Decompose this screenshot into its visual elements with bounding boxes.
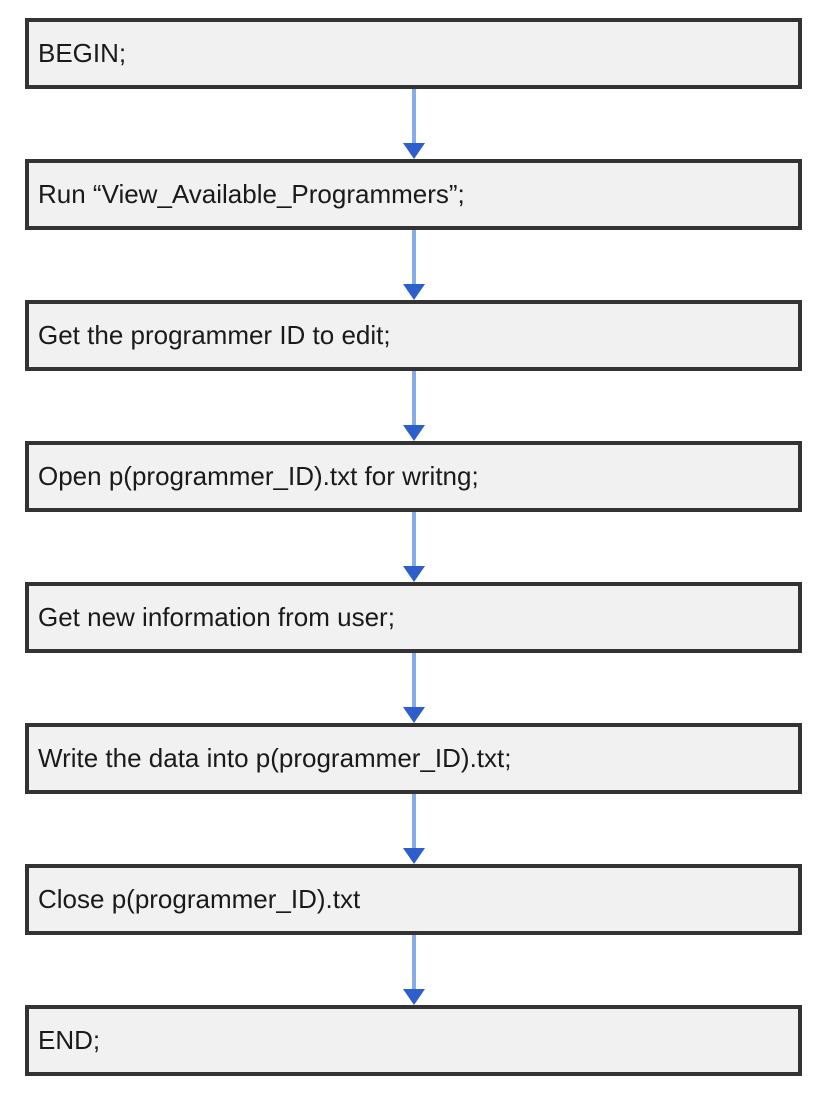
down-arrow-icon bbox=[403, 512, 425, 582]
arrow-shaft bbox=[412, 794, 416, 848]
arrow-head bbox=[403, 566, 425, 582]
flow-node-close-file: Close p(programmer_ID).txt bbox=[25, 864, 802, 935]
arrow-shaft bbox=[412, 653, 416, 707]
flow-node-write-data: Write the data into p(programmer_ID).txt… bbox=[25, 723, 802, 794]
flow-node-run-view-available-programmers: Run “View_Available_Programmers”; bbox=[25, 159, 802, 230]
flow-node-label: Run “View_Available_Programmers”; bbox=[38, 179, 465, 209]
down-arrow-icon bbox=[403, 89, 425, 159]
down-arrow-icon bbox=[403, 653, 425, 723]
flow-node-get-programmer-id: Get the programmer ID to edit; bbox=[25, 300, 802, 371]
arrow-shaft bbox=[412, 935, 416, 989]
flow-node-label: Get new information from user; bbox=[38, 602, 395, 632]
arrow-shaft bbox=[412, 512, 416, 566]
flow-node-get-new-information: Get new information from user; bbox=[25, 582, 802, 653]
flow-node-label: Close p(programmer_ID).txt bbox=[38, 884, 361, 914]
flow-node-label: BEGIN; bbox=[38, 38, 127, 68]
arrow-head bbox=[403, 143, 425, 159]
arrow-head bbox=[403, 425, 425, 441]
arrow-head bbox=[403, 284, 425, 300]
flow-node-label: Get the programmer ID to edit; bbox=[38, 320, 391, 350]
arrow-head bbox=[403, 848, 425, 864]
flow-node-end: END; bbox=[25, 1005, 802, 1076]
flow-node-label: Write the data into p(programmer_ID).txt… bbox=[38, 743, 512, 773]
down-arrow-icon bbox=[403, 935, 425, 1005]
arrow-shaft bbox=[412, 89, 416, 143]
arrow-head bbox=[403, 707, 425, 723]
flow-node-begin: BEGIN; bbox=[25, 18, 802, 89]
flow-node-label: Open p(programmer_ID).txt for writng; bbox=[38, 461, 479, 491]
down-arrow-icon bbox=[403, 794, 425, 864]
flow-node-open-file-for-writing: Open p(programmer_ID).txt for writng; bbox=[25, 441, 802, 512]
arrow-shaft bbox=[412, 230, 416, 284]
arrow-shaft bbox=[412, 371, 416, 425]
arrow-head bbox=[403, 989, 425, 1005]
down-arrow-icon bbox=[403, 371, 425, 441]
down-arrow-icon bbox=[403, 230, 425, 300]
flow-node-label: END; bbox=[38, 1025, 101, 1055]
